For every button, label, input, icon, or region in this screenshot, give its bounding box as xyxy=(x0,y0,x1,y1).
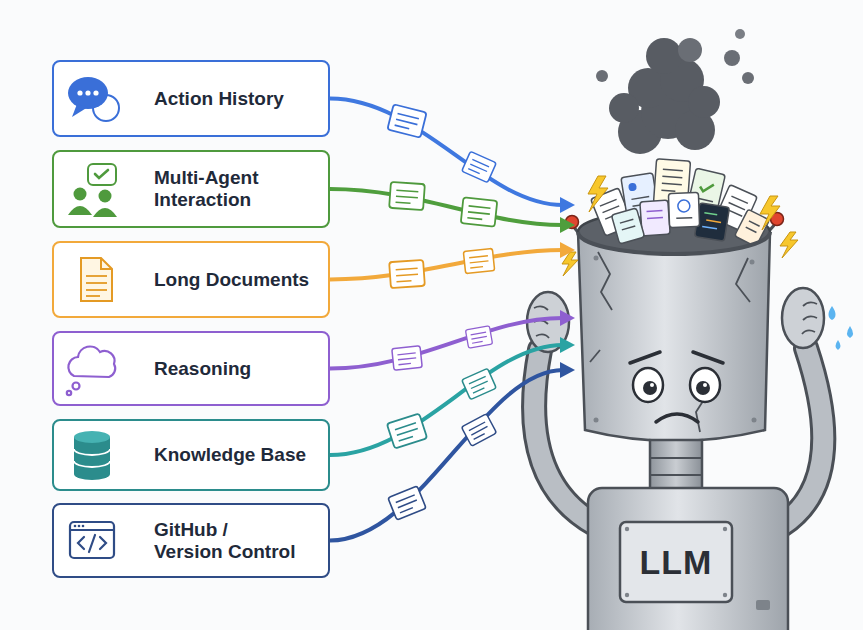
stuffed-documents xyxy=(591,159,770,247)
arrow-head xyxy=(560,310,575,326)
document-icon xyxy=(81,258,112,301)
chest-bolts xyxy=(625,527,770,610)
context-source-box: GitHub / Version Control xyxy=(52,503,330,578)
arrow-head xyxy=(560,242,575,258)
box-text-group: Knowledge Base xyxy=(154,444,306,466)
stress-sparks xyxy=(562,176,798,276)
head-rivets xyxy=(594,256,757,423)
box-text-group: Long Documents xyxy=(154,269,309,291)
context-source-box: Long Documents xyxy=(52,241,330,318)
box-label: GitHub / Version Control xyxy=(154,519,300,563)
sweat-drops xyxy=(829,306,854,350)
context-source-box: Knowledge Base xyxy=(52,419,330,491)
arrow-head xyxy=(560,362,575,378)
flow-arrow xyxy=(330,318,563,369)
context-source-box: Action History xyxy=(52,60,330,137)
flow-arrow xyxy=(330,189,563,225)
arrow-head xyxy=(560,217,575,233)
llm-robot: LLM xyxy=(575,150,800,630)
head-rim-front xyxy=(578,232,770,254)
box-label: Reasoning xyxy=(154,358,251,380)
thought-icon xyxy=(67,346,115,395)
box-text-group: Reasoning xyxy=(154,358,251,380)
head-cracks xyxy=(590,252,750,432)
box-label: Knowledge Base xyxy=(154,444,306,466)
agents-icon xyxy=(68,164,117,217)
arrow-head xyxy=(560,337,575,353)
robot-face xyxy=(630,352,723,422)
context-source-box: Reasoning xyxy=(52,331,330,406)
box-text-group: Action History xyxy=(154,88,284,110)
chat-icon xyxy=(68,77,119,121)
robot-label: LLM xyxy=(640,543,713,582)
chest-plate xyxy=(620,522,732,602)
robot-head xyxy=(578,232,770,441)
box-label: Action History xyxy=(154,88,284,110)
database-icon xyxy=(74,431,110,480)
box-label: Multi-Agent Interaction xyxy=(154,167,320,211)
robot-hands xyxy=(527,288,824,352)
smoke xyxy=(596,29,754,154)
flow-arrow xyxy=(330,250,563,280)
context-source-box: Multi-Agent Interaction xyxy=(52,150,330,228)
arrow-head xyxy=(560,197,575,213)
flow-arrow xyxy=(330,370,563,541)
box-text-group: Multi-Agent Interaction xyxy=(154,167,320,211)
flow-arrow xyxy=(330,345,563,455)
flying-documents xyxy=(387,104,497,520)
box-text-group: GitHub / Version Control xyxy=(154,519,300,563)
code-icon xyxy=(70,522,114,558)
box-grounds xyxy=(53,61,329,577)
robot-body xyxy=(588,488,788,630)
box-label: Long Documents xyxy=(154,269,309,291)
robot-neck xyxy=(650,440,702,492)
